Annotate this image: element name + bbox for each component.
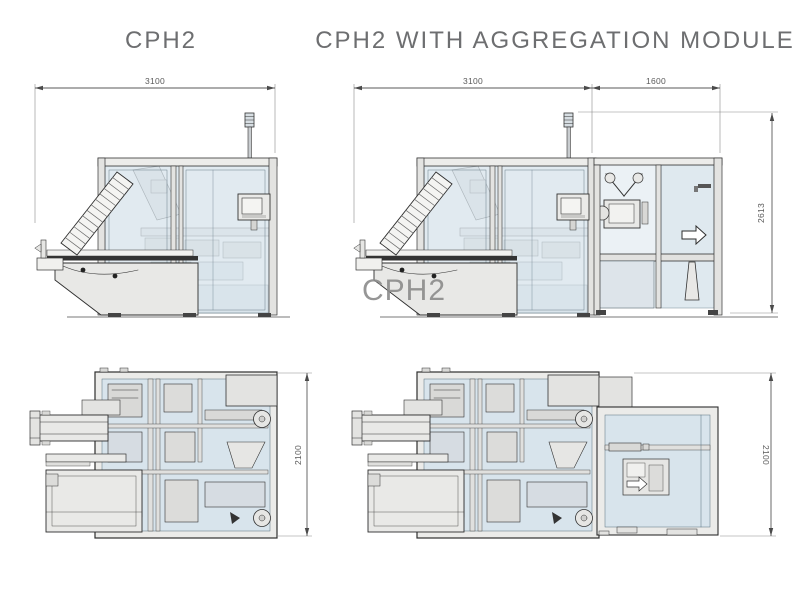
dim-label-width: 3100 (145, 76, 165, 86)
cph2-machine-side (34, 112, 278, 318)
cph2-machine-top (351, 367, 600, 539)
cph2-watermark: CPH2 (362, 274, 446, 307)
dimension-width: 3100 (34, 76, 276, 223)
dimension-depth: 2100 (634, 372, 776, 537)
dim-label-machine-width: 3100 (463, 76, 483, 86)
dim-label-depth: 2100 (761, 445, 771, 465)
cph2-agg-side-view: CPH2 3100 1600 2613 (353, 76, 778, 318)
machine-top-extension (598, 376, 633, 408)
dim-label-module-width: 1600 (646, 76, 666, 86)
dimension-depth: 2100 (277, 372, 312, 537)
dimension-module-width: 1600 (592, 76, 721, 153)
cph2-machine-top (29, 367, 278, 539)
title-right: CPH2 WITH AGGREGATION MODULE (315, 27, 795, 54)
cph2-side-view: 3100 (34, 76, 290, 318)
aggregation-module-top (596, 406, 719, 536)
dimension-total-height: 2613 (578, 111, 778, 314)
dim-label-total-height: 2613 (756, 203, 766, 223)
aggregation-module-side (593, 157, 723, 316)
cph2-agg-top-view: 2100 (351, 367, 776, 539)
title-left: CPH2 (125, 27, 197, 54)
dim-label-depth: 2100 (293, 445, 303, 465)
cph2-top-view: 2100 (29, 367, 312, 539)
dimension-machine-width: 3100 (353, 76, 593, 223)
